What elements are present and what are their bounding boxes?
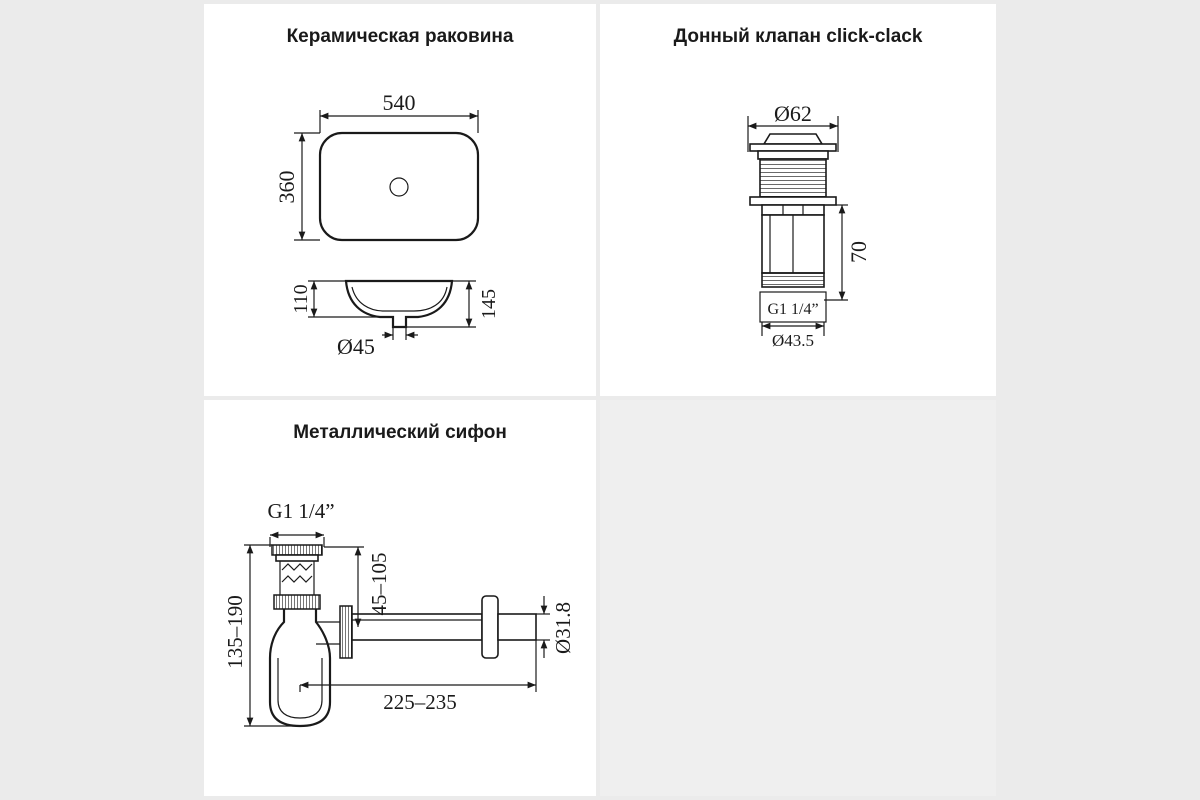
panel-metal-siphon: Металлический сифон G1 1/4” xyxy=(204,400,596,796)
siphon-reach-label: 225–235 xyxy=(383,690,457,714)
valve-outlet-thread xyxy=(761,272,825,288)
panel-empty xyxy=(600,400,996,796)
valve-cap xyxy=(762,133,824,145)
siphon-adjust-label: 45–105 xyxy=(367,553,391,616)
siphon-pipe-label: Ø31.8 xyxy=(551,602,575,654)
valve-diameter-label: Ø62 xyxy=(774,101,812,126)
basin-drain-hole xyxy=(389,177,409,197)
siphon-second-nut xyxy=(273,594,321,610)
panel-ceramic-basin: Керамическая раковина 540 360 110 145 xyxy=(204,4,596,396)
basin-drawing: 540 360 110 145 Ø45 xyxy=(274,90,500,359)
siphon-top-nut xyxy=(271,544,323,556)
valve-drawing: Ø62 70 G1 1/4” Ø43.5 xyxy=(747,101,871,350)
valve-title: Донный клапан click-clack xyxy=(673,26,923,47)
valve-thread-label: G1 1/4” xyxy=(767,301,818,318)
valve-length-label: 70 xyxy=(846,241,871,263)
siphon-thread-label: G1 1/4” xyxy=(267,499,334,523)
siphon-height-label: 135–190 xyxy=(223,595,247,669)
basin-outlet-label: Ø45 xyxy=(337,334,375,359)
basin-width-label: 540 xyxy=(383,90,416,115)
basin-height-outer-label: 145 xyxy=(478,289,500,319)
siphon-drawing: G1 1/4” 45–105 135–190 xyxy=(223,499,575,728)
panel-click-clack-valve: Донный клапан click-clack Ø62 xyxy=(600,4,996,396)
basin-title: Керамическая раковина xyxy=(286,26,514,47)
siphon-title: Металлический сифон xyxy=(293,422,507,443)
valve-thread xyxy=(759,158,827,198)
siphon-side-nut xyxy=(339,605,353,659)
siphon-wall-flange xyxy=(481,595,499,659)
valve-outlet-label: Ø43.5 xyxy=(772,331,814,350)
basin-height-inner-label: 110 xyxy=(290,284,312,313)
siphon-horizontal-pipe xyxy=(351,613,483,641)
basin-depth-label: 360 xyxy=(274,171,299,204)
basin-top-view xyxy=(318,131,480,242)
